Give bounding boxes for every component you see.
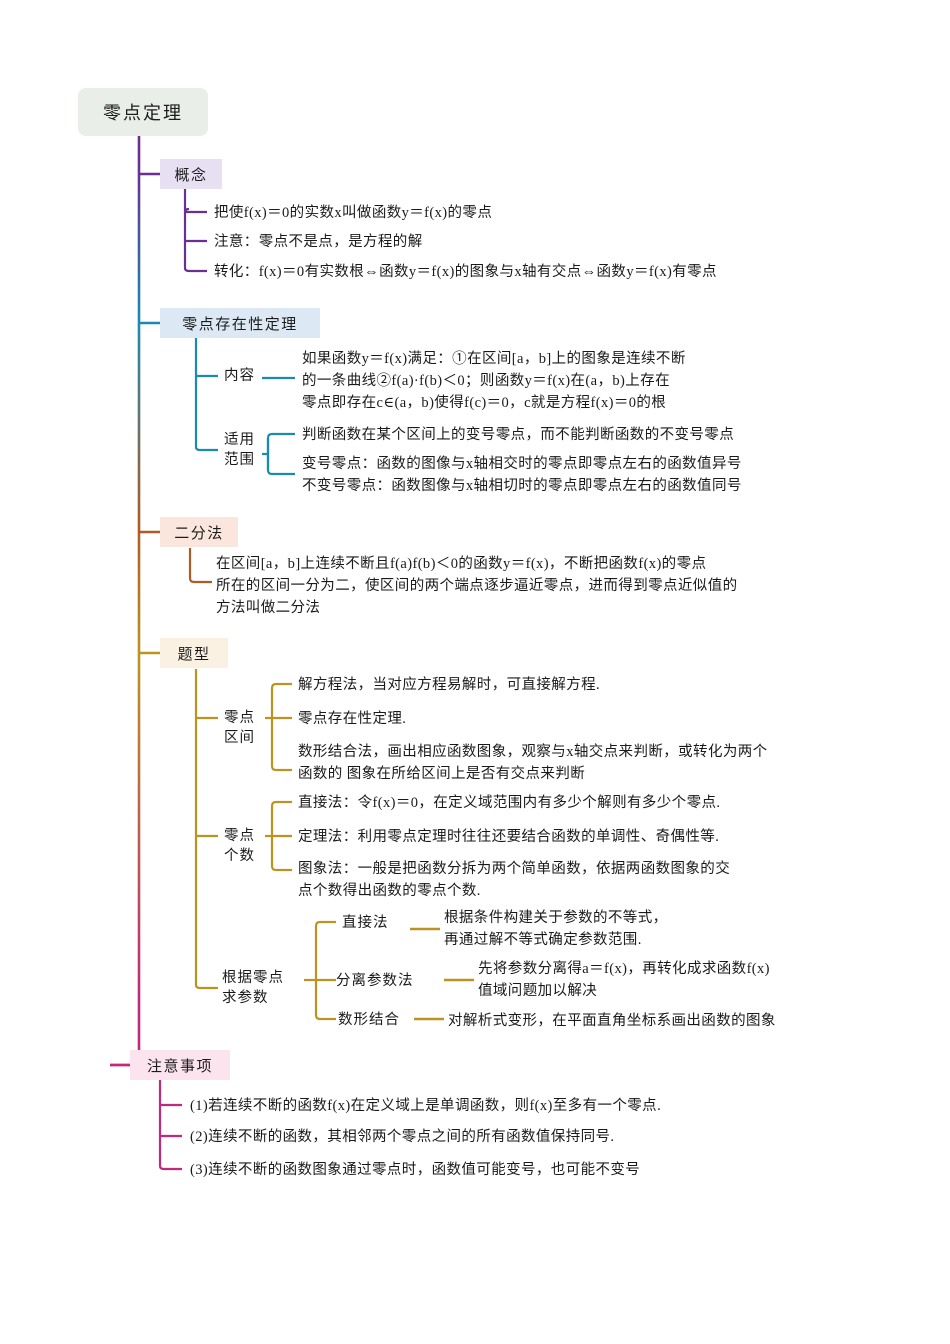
leaf-zhuyi-2: (2)连续不断的函数，其相邻两个零点之间的所有函数值保持同号. [190, 1129, 615, 1145]
leaf-qujian-1: 解方程法，当对应方程易解时，可直接解方程. [298, 677, 601, 693]
branch-label-gainian: 概念 [174, 167, 208, 184]
leaf-zhuyi-3: (3)连续不断的函数图象通过零点时，函数值可能变号，也可能不变号 [190, 1162, 641, 1178]
branch-node-cunzaixing[interactable]: 零点存在性定理 [160, 308, 320, 338]
root-node-label: 零点定理 [103, 103, 183, 123]
leaf-zhuyi-1: (1)若连续不断的函数f(x)在定义域上是单调函数，则f(x)至多有一个零点. [190, 1098, 662, 1114]
sub-label-neirong: 内容 [224, 368, 255, 384]
leaf-zhijiefa-text: 根据条件构建关于参数的不等式， 再通过解不等式确定参数范围. [444, 910, 668, 948]
branch-node-erfenfa[interactable]: 二分法 [160, 517, 238, 547]
leaf-shuxing-jiehe-text: 对解析式变形，在平面直角坐标系画出函数的图象 [448, 1013, 776, 1029]
leaf-shiyong-1: 判断函数在某个区间上的变号零点，而不能判断函数的不变号零点 [302, 427, 735, 443]
leaf-geshu-3: 图象法：一般是把函数分拆为两个简单函数，依据两函数图象的交 点个数得出函数的零点… [298, 861, 731, 899]
leaf-shiyong-2: 变号零点：函数的图像与x轴相交时的零点即零点左右的函数值异号 不变号零点：函数图… [302, 456, 742, 494]
leaf-geshu-2: 定理法：利用零点定理时往往还要结合函数的单调性、奇偶性等. [298, 829, 720, 845]
leaf-gainian-2: 注意：零点不是点，是方程的解 [214, 234, 423, 250]
sub-label-zhijiefa: 直接法 [342, 915, 389, 931]
branch-label-cunzaixing: 零点存在性定理 [182, 316, 298, 333]
sub-label-lingdian-geshu: 零点 个数 [224, 828, 255, 864]
branch-label-zhuyi: 注意事项 [146, 1058, 213, 1075]
leaf-gainian-1: 把使f(x)＝0的实数x叫做函数y＝f(x)的零点 [214, 205, 493, 221]
leaf-qujian-2: 零点存在性定理. [298, 711, 407, 727]
branch-node-tixing[interactable]: 题型 [160, 638, 228, 668]
sub-label-fenli-canshufa: 分离参数法 [336, 973, 414, 989]
root-node[interactable]: 零点定理 [78, 88, 208, 136]
sub-label-shiyong-fanwei: 适用 范围 [224, 432, 255, 468]
leaf-neirong-1: 如果函数y＝f(x)满足：①在区间[a，b]上的图象是连续不断 的一条曲线②f(… [302, 351, 686, 411]
branch-node-zhuyi[interactable]: 注意事项 [130, 1050, 230, 1080]
branch-node-gainian[interactable]: 概念 [160, 159, 222, 189]
sub-label-lingdian-qujian: 零点 区间 [224, 710, 255, 746]
leaf-geshu-1: 直接法：令f(x)＝0，在定义域范围内有多少个解则有多少个零点. [298, 795, 721, 811]
sub-label-qiucanshu: 根据零点 求参数 [222, 970, 284, 1006]
leaf-fenli-canshufa-text: 先将参数分离得a＝f(x)，再转化成求函数f(x) 值域问题加以解决 [478, 961, 770, 999]
leaf-erfenfa-1: 在区间[a，b]上连续不断且f(a)f(b)＜0的函数y＝f(x)，不断把函数f… [216, 556, 738, 616]
branch-label-tixing: 题型 [177, 646, 211, 663]
leaf-gainian-3: 转化：f(x)＝0有实数根⇔函数y＝f(x)的图象与x轴有交点⇔函数y＝f(x)… [214, 264, 717, 280]
branch-label-erfenfa: 二分法 [174, 525, 224, 542]
sub-label-shuxing-jiehe: 数形结合 [338, 1012, 400, 1028]
leaf-qujian-3: 数形结合法，画出相应函数图象，观察与x轴交点来判断，或转化为两个 函数的 图象在… [298, 744, 768, 782]
